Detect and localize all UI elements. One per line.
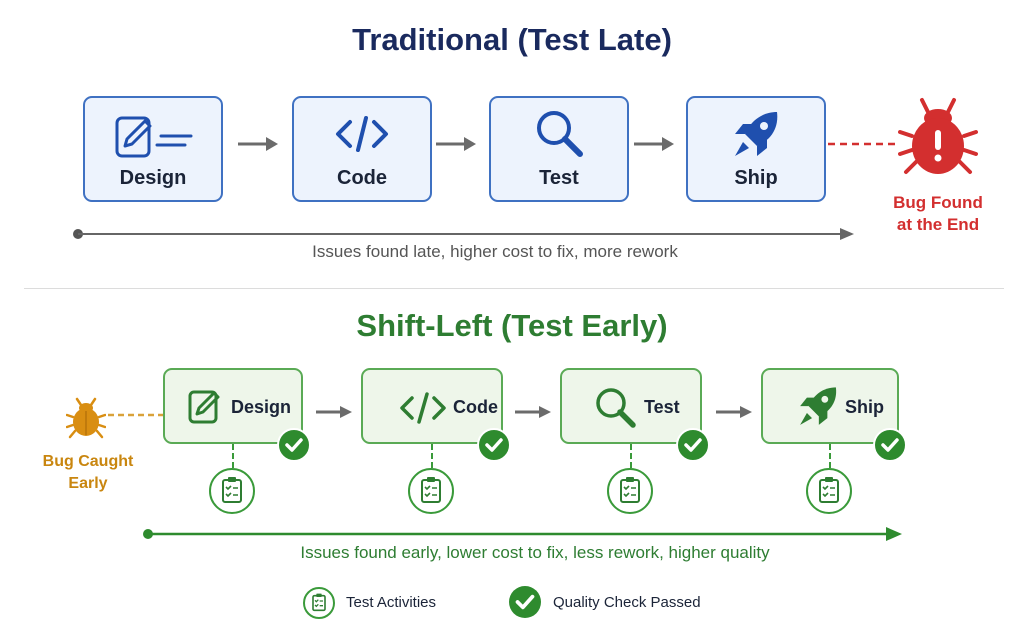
step-label: Design (119, 167, 187, 189)
step-label: Ship (845, 397, 884, 417)
bug-alert-icon (898, 98, 978, 174)
section-divider (24, 288, 1004, 289)
arrow-icon (436, 137, 476, 151)
bug-found-line2: at the End (896, 215, 980, 234)
shift-left-step-design: Design (163, 368, 303, 444)
traditional-timeline-note: Issues found late, higher cost to fix, m… (312, 242, 678, 261)
arrow-icon (316, 406, 352, 418)
clipboard-icon (806, 468, 852, 514)
step-label: Code (453, 397, 498, 417)
bug-found-line1: Bug Found (893, 193, 983, 212)
bug-found-label: Bug Found at the End (880, 192, 996, 236)
shift-left-step-ship: Ship (761, 368, 899, 444)
dashed-connector (828, 142, 896, 146)
shift-left-step-code: Code (361, 368, 503, 444)
traditional-title: Traditional (Test Late) (352, 22, 672, 57)
arrow-icon (238, 137, 278, 151)
legend-test-activities: Test Activities (346, 594, 437, 611)
check-icon (477, 428, 511, 462)
dashed-connector (232, 444, 234, 468)
traditional-step-ship: Ship (686, 96, 826, 202)
clipboard-icon (607, 468, 653, 514)
design-icon (115, 116, 193, 158)
shift-left-title: Shift-Left (Test Early) (356, 308, 668, 343)
clipboard-icon (209, 468, 255, 514)
check-icon (676, 428, 710, 462)
shift-left-timeline-note: Issues found early, lower cost to fix, l… (300, 543, 770, 562)
dashed-connector (829, 444, 831, 468)
step-label: Code (337, 167, 387, 189)
legend-quality-check: Quality Check Passed (553, 594, 701, 611)
dashed-connector (630, 444, 632, 468)
step-label: Ship (734, 167, 778, 189)
bug-caught-label: Bug Caught Early (30, 451, 146, 495)
legend-check-icon (509, 586, 541, 618)
check-icon (277, 428, 311, 462)
step-label: Design (231, 397, 292, 417)
dashed-connector (431, 444, 433, 468)
dashed-connector (108, 413, 164, 417)
traditional-step-design: Design (83, 96, 223, 202)
shift-left-timeline (143, 527, 902, 541)
arrow-icon (634, 137, 674, 151)
arrow-icon (515, 406, 551, 418)
traditional-step-code: Code (292, 96, 432, 202)
rocket-icon (800, 387, 837, 425)
clipboard-icon (408, 468, 454, 514)
step-label: Test (539, 167, 579, 189)
magnifier-icon (596, 388, 636, 428)
rocket-icon (735, 112, 778, 156)
code-icon (400, 392, 446, 424)
step-label: Test (644, 397, 680, 417)
magnifier-icon (537, 111, 583, 157)
bug-caught-line1: Bug Caught (42, 453, 134, 470)
arrow-icon (716, 406, 752, 418)
check-icon (873, 428, 907, 462)
design-icon (188, 390, 220, 424)
traditional-timeline (73, 228, 854, 240)
bug-caught-line2: Early (68, 475, 108, 492)
code-icon (336, 116, 388, 152)
legend-clipboard-icon (303, 587, 335, 619)
bug-icon (66, 397, 106, 439)
shift-left-step-test: Test (560, 368, 702, 444)
traditional-step-test: Test (489, 96, 629, 202)
